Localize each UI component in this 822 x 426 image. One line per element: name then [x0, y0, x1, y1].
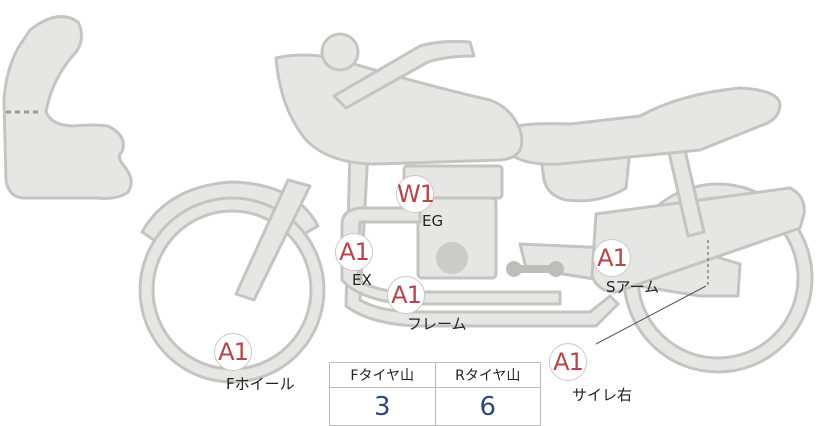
- swingarm-badge: A1: [593, 239, 631, 277]
- rear-tire-value: 6: [434, 387, 541, 426]
- rear-tire-header: Rタイヤ山: [434, 362, 541, 388]
- front-fork: [234, 178, 312, 302]
- tire-table-value-row: 3 6: [329, 387, 541, 426]
- engine-badge: W1: [396, 175, 435, 213]
- exhaust-label: EX: [352, 271, 372, 289]
- silencer-leader-line: [595, 285, 707, 345]
- front-tire-value: 3: [329, 387, 436, 426]
- muffler: [590, 186, 806, 294]
- seat: [502, 86, 782, 166]
- swingarm-label: Sアーム: [606, 278, 660, 296]
- exhaust-badge: A1: [335, 233, 373, 271]
- front-tire-header: Fタイヤ山: [329, 362, 436, 388]
- frame-badge: A1: [387, 276, 425, 314]
- silencer-right-label: サイレ右: [572, 386, 633, 404]
- exhaust-pipe: [340, 206, 562, 306]
- front-wheel-label: Fホイール: [226, 375, 295, 393]
- tire-table-header-row: Fタイヤ山 Rタイヤ山: [329, 362, 541, 388]
- swingarm-pivot: [506, 261, 564, 277]
- frame-rail: [344, 148, 620, 328]
- front-wheel-badge: A1: [214, 333, 252, 371]
- handlebar: [332, 40, 476, 110]
- fairing-panel: [2, 15, 133, 200]
- headlight: [320, 32, 360, 72]
- silencer-right-badge: A1: [549, 343, 587, 381]
- engine-label: EG: [422, 212, 444, 230]
- engine-generator-cover: [436, 242, 468, 274]
- frame-label: フレーム: [407, 315, 467, 333]
- tire-tread-table: Fタイヤ山 Rタイヤ山 3 6: [329, 362, 541, 426]
